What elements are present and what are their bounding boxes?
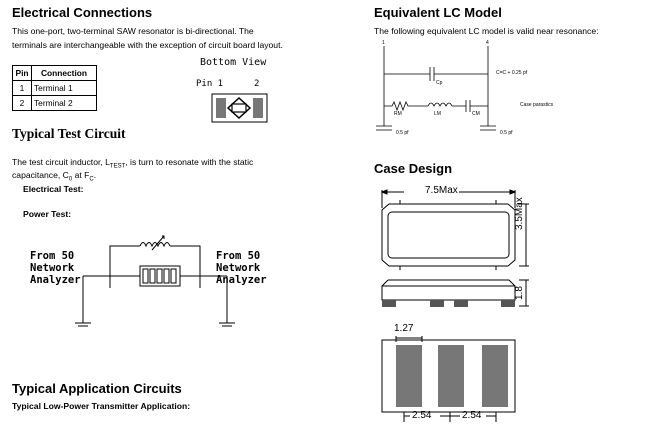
cp-label: Cp xyxy=(436,80,443,86)
power-test-label: Power Test: xyxy=(23,209,72,219)
rm-label: RM xyxy=(394,111,402,117)
node-4-label: 4 xyxy=(486,40,489,46)
pin-table: Pin Connection 1 Terminal 1 2 Terminal 2 xyxy=(12,65,97,111)
electrical-test-label: Electrical Test: xyxy=(23,184,84,194)
pin-table-header-pin: Pin xyxy=(12,65,32,81)
case-parasitics-label: Case parastics xyxy=(520,102,554,108)
right-analyzer-label: From 50 Network Analyzer xyxy=(216,250,267,286)
thickness-dimension: 1.8 xyxy=(514,286,525,300)
width-dimension: 7.5Max xyxy=(425,185,458,196)
saw-resonator-symbol xyxy=(139,265,181,287)
cap-left-label: 0.5 pf xyxy=(396,130,409,136)
c-equation-label: C=C + 0.25 pf xyxy=(496,70,528,76)
case-design-heading: Case Design xyxy=(374,161,453,176)
pin-cell: 2 xyxy=(12,95,32,111)
electrical-connections-heading: Electrical Connections xyxy=(12,5,153,20)
left-analyzer-label: From 50 Network Analyzer xyxy=(30,250,81,286)
test-circuit-text-line-1: The test circuit inductor, LTEST, is tur… xyxy=(12,157,254,170)
application-subtitle: Typical Low-Power Transmitter Applicatio… xyxy=(12,401,191,411)
pin-table-header-connection: Connection xyxy=(31,65,97,81)
test-circuit-text-line-2: capacitance, C0 at FC. xyxy=(12,170,97,183)
pitch-dimension-2: 2.54 xyxy=(462,410,482,421)
connection-cell: Terminal 1 xyxy=(31,80,97,96)
table-row: 2 Terminal 2 xyxy=(12,95,97,111)
pitch-dimension-1: 2.54 xyxy=(412,410,432,421)
lc-model-drawing: 1 4 Cp RM LM CM 0.5 pf 0.5 pf xyxy=(376,40,513,136)
height-dimension: 3.5Max xyxy=(514,197,525,230)
table-row: 1 Terminal 1 xyxy=(12,80,97,96)
case-design-drawing xyxy=(380,189,529,422)
pin-cell: 1 xyxy=(12,80,32,96)
lc-model-text: The following equivalent LC model is val… xyxy=(374,26,599,36)
cm-label: CM xyxy=(472,111,480,117)
lc-model-heading: Equivalent LC Model xyxy=(374,5,502,20)
application-heading: Typical Application Circuits xyxy=(12,381,182,396)
pad-dimension: 1.27 xyxy=(394,323,414,334)
connection-cell: Terminal 2 xyxy=(31,95,97,111)
electrical-text-line-1: This one-port, two-terminal SAW resonato… xyxy=(12,26,254,36)
pin1-label: Pin 1 xyxy=(196,79,224,89)
test-circuit-heading: Typical Test Circuit xyxy=(12,126,126,141)
node-1-label: 1 xyxy=(382,40,385,46)
cap-right-label: 0.5 pf xyxy=(500,130,513,136)
test-circuit-drawing xyxy=(75,235,235,327)
pin2-label: 2 xyxy=(254,79,260,89)
electrical-text-line-2: terminals are interchangeable with the e… xyxy=(12,40,283,50)
bottom-view-drawing xyxy=(211,93,268,123)
bottom-view-label: Bottom View xyxy=(200,57,267,68)
lm-label: LM xyxy=(434,111,441,117)
